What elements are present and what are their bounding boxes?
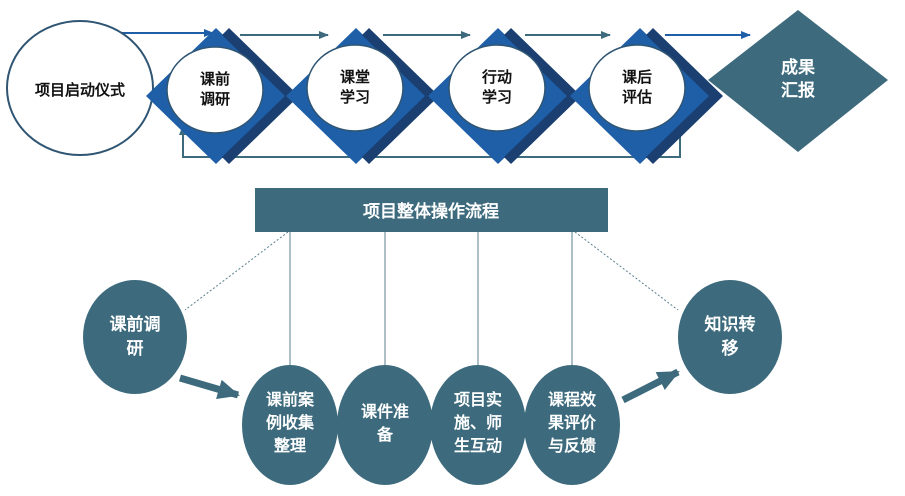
connector-right — [574, 231, 679, 311]
step-4-line1: 课后 — [622, 68, 652, 86]
top-arrows — [115, 29, 751, 39]
arrow-middle-to-right — [621, 368, 680, 404]
process-left-ellipse — [83, 280, 187, 394]
process-middle-1: 课前案 例收集 整理 — [242, 365, 338, 485]
process-middle-4-line3: 与反馈 — [548, 436, 596, 455]
process-connectors — [184, 231, 679, 370]
top-step-2: 课堂 学习 — [286, 28, 439, 164]
process-middle-4-line2: 果评价 — [547, 413, 597, 432]
step-1-line1: 课前 — [200, 70, 230, 88]
process-middle-4: 课程效 果评价 与反馈 — [524, 365, 620, 485]
process-right-line1: 知识转 — [704, 314, 756, 335]
step-3-circle — [448, 44, 546, 132]
process-middle-3: 项目实 施、师 生互动 — [430, 365, 526, 485]
process-right-line2: 移 — [722, 338, 739, 359]
process-middle-2-line1: 课件准 — [361, 402, 409, 421]
step-2-circle — [306, 44, 404, 132]
process-middle-2-ellipse — [337, 365, 433, 485]
process-middle-1-ellipse — [242, 365, 338, 485]
result-diamond-group: 成果 汇报 — [708, 10, 888, 152]
process-middle-3-line3: 生互动 — [454, 436, 502, 455]
step-1-line2: 调研 — [200, 90, 230, 108]
top-step-4: 课后 评估 — [570, 28, 723, 164]
step-4-circle — [588, 44, 686, 132]
process-middle-1-line2: 例收集 — [266, 413, 315, 432]
process-middle-2-line2: 备 — [376, 425, 394, 444]
start-ellipse — [6, 20, 154, 156]
step-2-line2: 学习 — [340, 88, 370, 106]
start-label: 项目启动仪式 — [35, 81, 125, 99]
step-4-line2: 评估 — [622, 88, 652, 106]
connector-left — [184, 231, 289, 311]
step-1-diamond-edge — [222, 28, 299, 164]
step-3-line1: 行动 — [481, 68, 512, 86]
process-middle-3-ellipse — [430, 365, 526, 485]
process-middle-3-line2: 施、师 — [454, 413, 502, 432]
result-line2: 汇报 — [781, 80, 815, 101]
process-middle-2: 课件准 备 — [337, 365, 433, 485]
process-middle-3-line1: 项目实 — [454, 390, 502, 409]
process-left-line2: 研 — [127, 339, 144, 359]
process-right-ellipse — [678, 280, 782, 394]
step-1-circle — [166, 46, 264, 134]
arrow-left-to-middle — [179, 374, 240, 399]
step-3-diamond-edge — [504, 28, 581, 164]
process-middle-4-ellipse — [524, 365, 620, 485]
result-line1: 成果 — [781, 57, 815, 78]
step-2-diamond-edge — [362, 28, 439, 164]
result-diamond — [708, 10, 888, 152]
process-title: 项目整体操作流程 — [363, 201, 499, 222]
top-step-1: 课前 调研 — [146, 28, 299, 164]
process-left-line1: 课前调 — [110, 314, 161, 335]
process-middle-1-line3: 整理 — [273, 436, 306, 455]
process-title-bar — [255, 188, 608, 232]
step-4-diamond-edge — [646, 28, 723, 164]
top-step-3: 行动 学习 — [428, 28, 581, 164]
process-middle-4-line1: 课程效 — [548, 390, 596, 409]
step-3-line2: 学习 — [482, 88, 512, 106]
process-middle-1-line1: 课前案 — [266, 390, 315, 409]
step-2-line1: 课堂 — [340, 68, 370, 86]
